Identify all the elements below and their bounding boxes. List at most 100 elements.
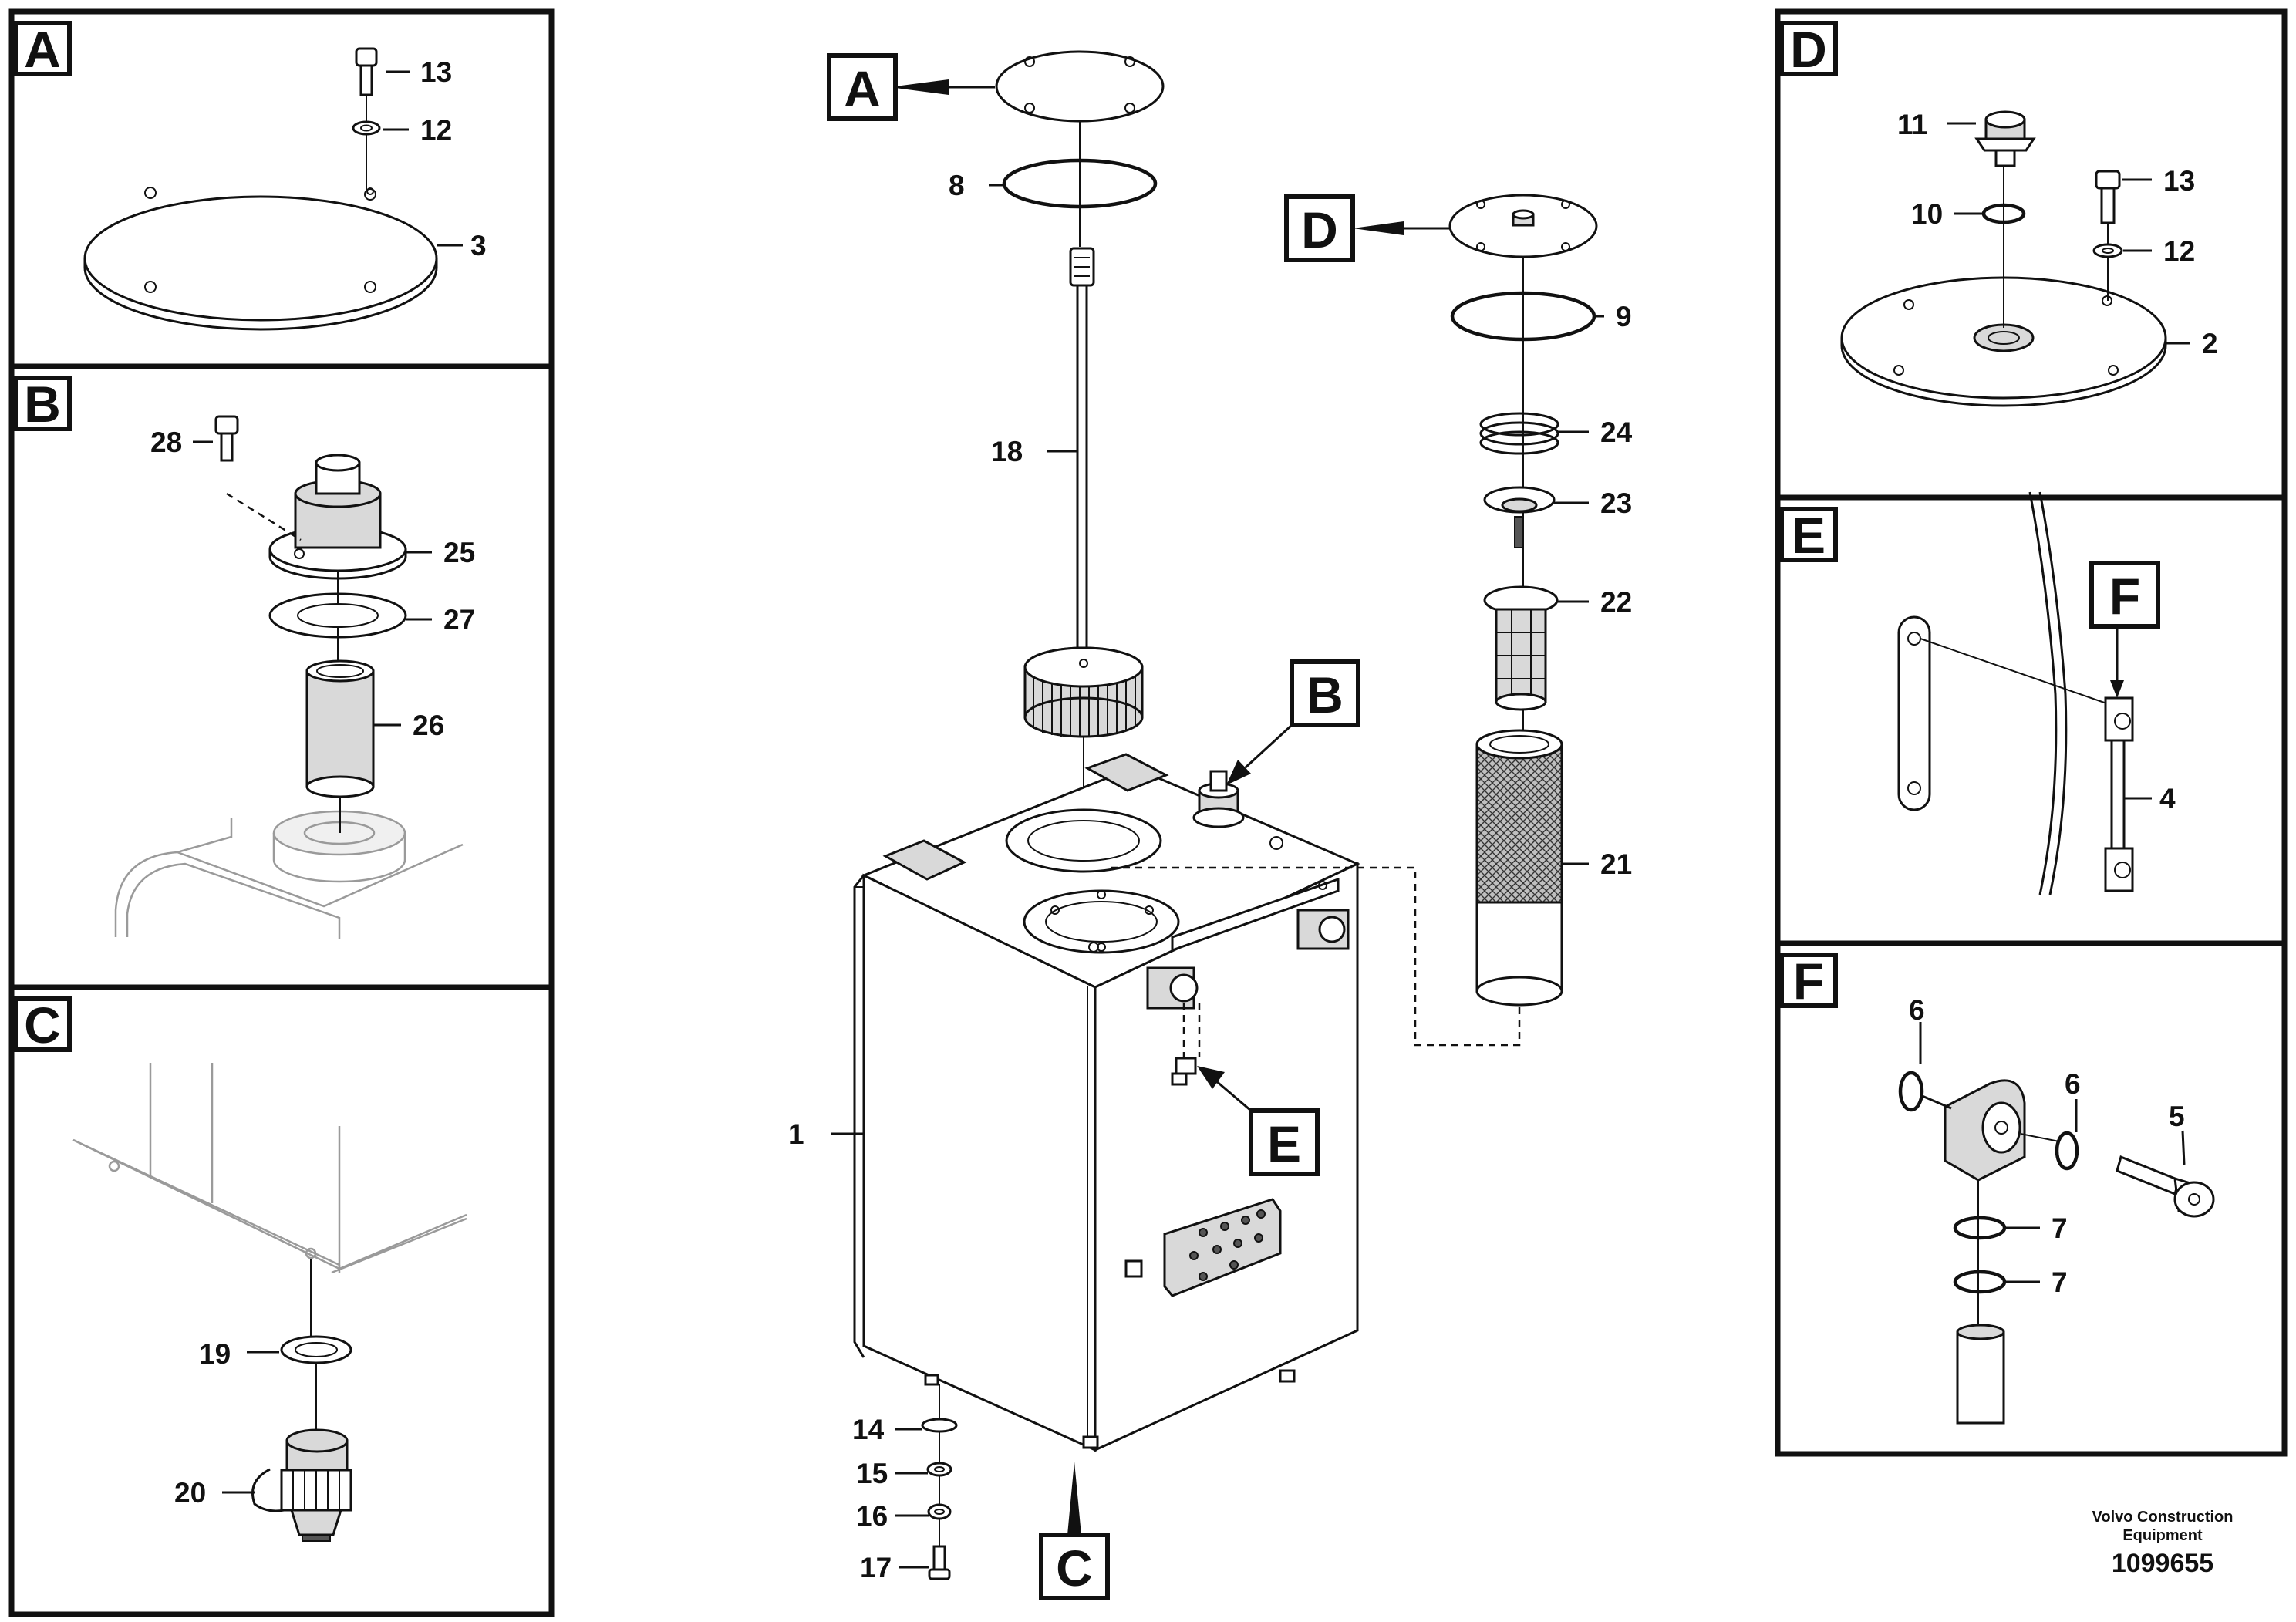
main-ref-box-e [1249, 1108, 1320, 1176]
detail-d: D 11 13 10 [1779, 21, 2218, 407]
cover-plate-d [1840, 276, 2167, 407]
view-label-d: D [1790, 21, 1827, 78]
detail-e: E 4 F [1779, 491, 2176, 895]
callout-6-right: 6 [2065, 1068, 2081, 1100]
detail-c: C [13, 996, 467, 1542]
detail-frame-b [8, 363, 555, 990]
detail-a: A 13 12 3 [13, 21, 487, 331]
company-line-2: Equipment [2122, 1527, 2203, 1544]
callout-28: 28 [150, 427, 182, 458]
level-gauge-18 [1069, 247, 1095, 649]
callout-27: 27 [443, 604, 475, 636]
spring-24 [1479, 412, 1559, 455]
elbow-fitting [1944, 1079, 2060, 1182]
main-ref-box-d [1284, 194, 1355, 262]
drain-plug-20 [251, 1428, 352, 1542]
cover-plate-main-a [995, 50, 1165, 123]
filter-cap [1023, 646, 1144, 738]
cover-plate-a [83, 187, 438, 331]
callout-21: 21 [1600, 848, 1632, 880]
view-label-e: E [1792, 507, 1826, 564]
callout-9: 9 [1616, 301, 1632, 332]
callout-4: 4 [2159, 783, 2176, 814]
o-ring-10 [1981, 203, 2026, 224]
detail-f: F 5 6 6 7 7 [1779, 953, 2215, 1425]
gasket-27 [268, 592, 407, 662]
banjo-bolt-5 [2116, 1155, 2215, 1218]
view-label-f: F [1793, 953, 1824, 1010]
view-label-box-b [13, 376, 72, 431]
o-ring-8 [1002, 158, 1158, 209]
view-label-box-f [1779, 953, 1838, 1008]
o-ring-7-upper [1953, 1216, 2007, 1240]
o-ring-7-lower [1953, 1270, 2007, 1294]
filter-cover-d [1448, 194, 1598, 258]
hydraulic-tank-1 [853, 753, 1360, 1452]
callout-2: 2 [2202, 328, 2218, 359]
main-view: A 8 18 [788, 50, 1633, 1600]
detail-frame-e [1775, 494, 2288, 946]
callout-13-a: 13 [420, 56, 452, 88]
callout-19: 19 [199, 1338, 231, 1370]
callout-6-left: 6 [1909, 994, 1925, 1026]
drawing-number: 1099655 [2112, 1549, 2213, 1578]
detail-frame-d [1775, 8, 2288, 501]
callout-22: 22 [1600, 586, 1632, 618]
view-label-c: C [24, 996, 61, 1054]
drain-hardware [921, 1384, 958, 1580]
screw-28 [214, 415, 302, 541]
title-block: Volvo Construction Equipment 1099655 [2092, 1509, 2234, 1578]
o-ring-6-right [2055, 1131, 2079, 1171]
filter-canister-26 [305, 659, 375, 833]
main-ref-d: D [1301, 201, 1338, 258]
main-ref-c: C [1056, 1539, 1093, 1597]
view-label-b: B [24, 376, 61, 433]
callout-13-d: 13 [2163, 165, 2195, 197]
main-ref-b: B [1306, 666, 1344, 723]
tank-ghost-b [114, 810, 464, 939]
main-ref-box-a [827, 53, 898, 121]
plug-11 [1974, 110, 2036, 167]
detail-frame-f [1775, 940, 2288, 1457]
detail-frame-c [8, 984, 555, 1617]
bolt-13-a [355, 47, 378, 191]
tank-ghost-c [72, 1063, 467, 1274]
view-label-box-e [1779, 507, 1838, 562]
callout-10: 10 [1911, 198, 1943, 230]
company-line-1: Volvo Construction [2092, 1509, 2234, 1526]
main-ref-e: E [1267, 1115, 1301, 1172]
inner-ref-box-f [2089, 561, 2160, 629]
valve-23 [1483, 486, 1556, 548]
callout-17: 17 [860, 1552, 892, 1583]
sight-tube-4 [2104, 696, 2134, 892]
view-label-box-d [1779, 21, 1838, 76]
callout-3-a: 3 [470, 230, 487, 261]
callout-7-lower: 7 [2052, 1266, 2068, 1298]
view-label-box-c [13, 996, 72, 1052]
callout-14: 14 [852, 1414, 885, 1445]
breather-25 [268, 454, 407, 605]
callout-11: 11 [1897, 109, 1927, 140]
callout-8: 8 [949, 170, 965, 201]
washer-12-a [352, 120, 381, 136]
washer-12-d [2092, 243, 2123, 258]
filter-element-21 [1475, 729, 1563, 1007]
bolt-13-d [2095, 170, 2121, 301]
callout-24: 24 [1600, 416, 1633, 448]
tube-stub [1956, 1324, 2005, 1425]
detail-b: B [13, 376, 475, 939]
callout-12-a: 12 [420, 114, 452, 146]
view-label-box-a [13, 21, 72, 76]
callout-20: 20 [174, 1477, 206, 1509]
callout-12-d: 12 [2163, 235, 2195, 267]
o-ring-6-left [1898, 1071, 1924, 1112]
callout-15: 15 [856, 1458, 888, 1489]
seal-19 [280, 1335, 352, 1364]
callout-7-upper: 7 [2052, 1212, 2068, 1244]
inner-ref-f: F [2109, 568, 2140, 625]
callout-18: 18 [991, 436, 1023, 467]
callout-1: 1 [788, 1118, 804, 1150]
strainer-22 [1483, 585, 1559, 711]
bracket-e [1897, 615, 1931, 811]
